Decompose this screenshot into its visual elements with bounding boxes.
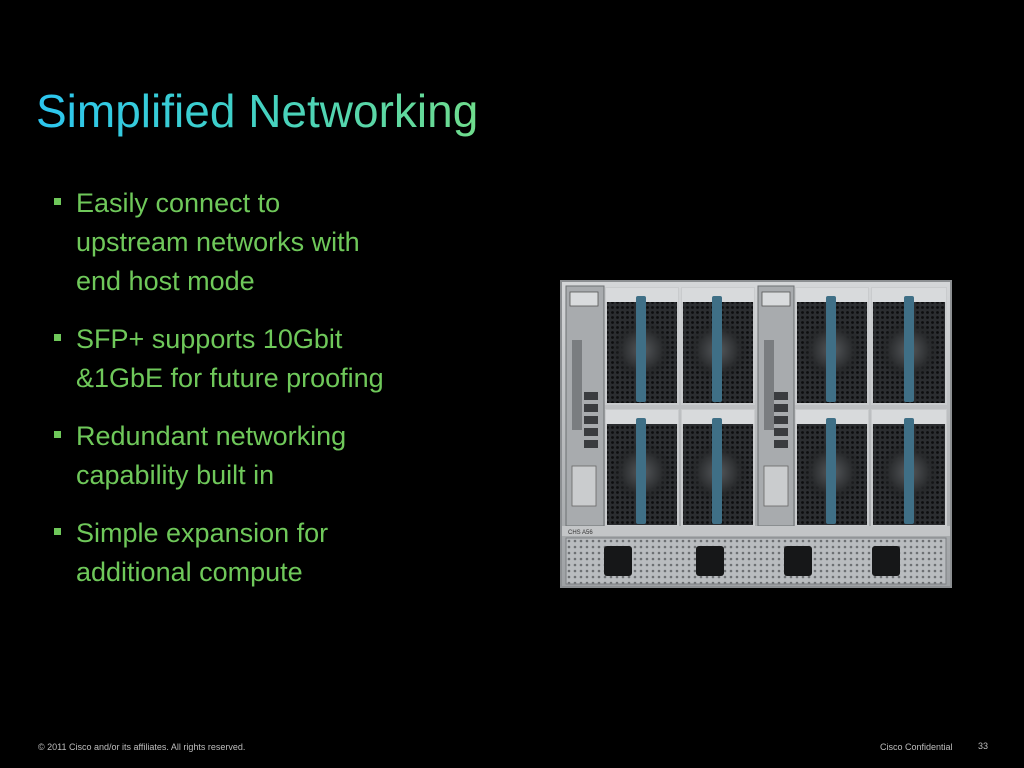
copyright-text: © 2011 Cisco and/or its affiliates. All … [38,742,246,752]
chassis-label: CHS A56 [568,530,593,536]
bullet-list: Easily connect to upstream networks with… [50,184,480,611]
bullet-line: additional compute [76,557,303,587]
bullet-square-icon [54,198,61,205]
bullet-line: end host mode [76,266,255,296]
bullet-item: Redundant networking capability built in [50,417,480,495]
bullet-line: Simple expansion for [76,518,329,548]
blade-chassis-image: CHS A56 [560,280,952,588]
bullet-line: Redundant networking [76,421,347,451]
bullet-line: &1GbE for future proofing [76,363,384,393]
bullet-square-icon [54,431,61,438]
bullet-line: upstream networks with [76,227,360,257]
bullet-square-icon [54,528,61,535]
bullet-item: Simple expansion for additional compute [50,514,480,592]
page-number: 33 [978,741,989,751]
slide-title: Simplified Networking [36,85,479,137]
bullet-line: Easily connect to [76,188,281,218]
bullet-item: SFP+ supports 10Gbit &1GbE for future pr… [50,320,480,398]
bullet-item: Easily connect to upstream networks with… [50,184,480,301]
bullet-square-icon [54,334,61,341]
bullet-line: capability built in [76,460,275,490]
bullet-line: SFP+ supports 10Gbit [76,324,343,354]
confidential-text: Cisco Confidential [880,742,953,752]
